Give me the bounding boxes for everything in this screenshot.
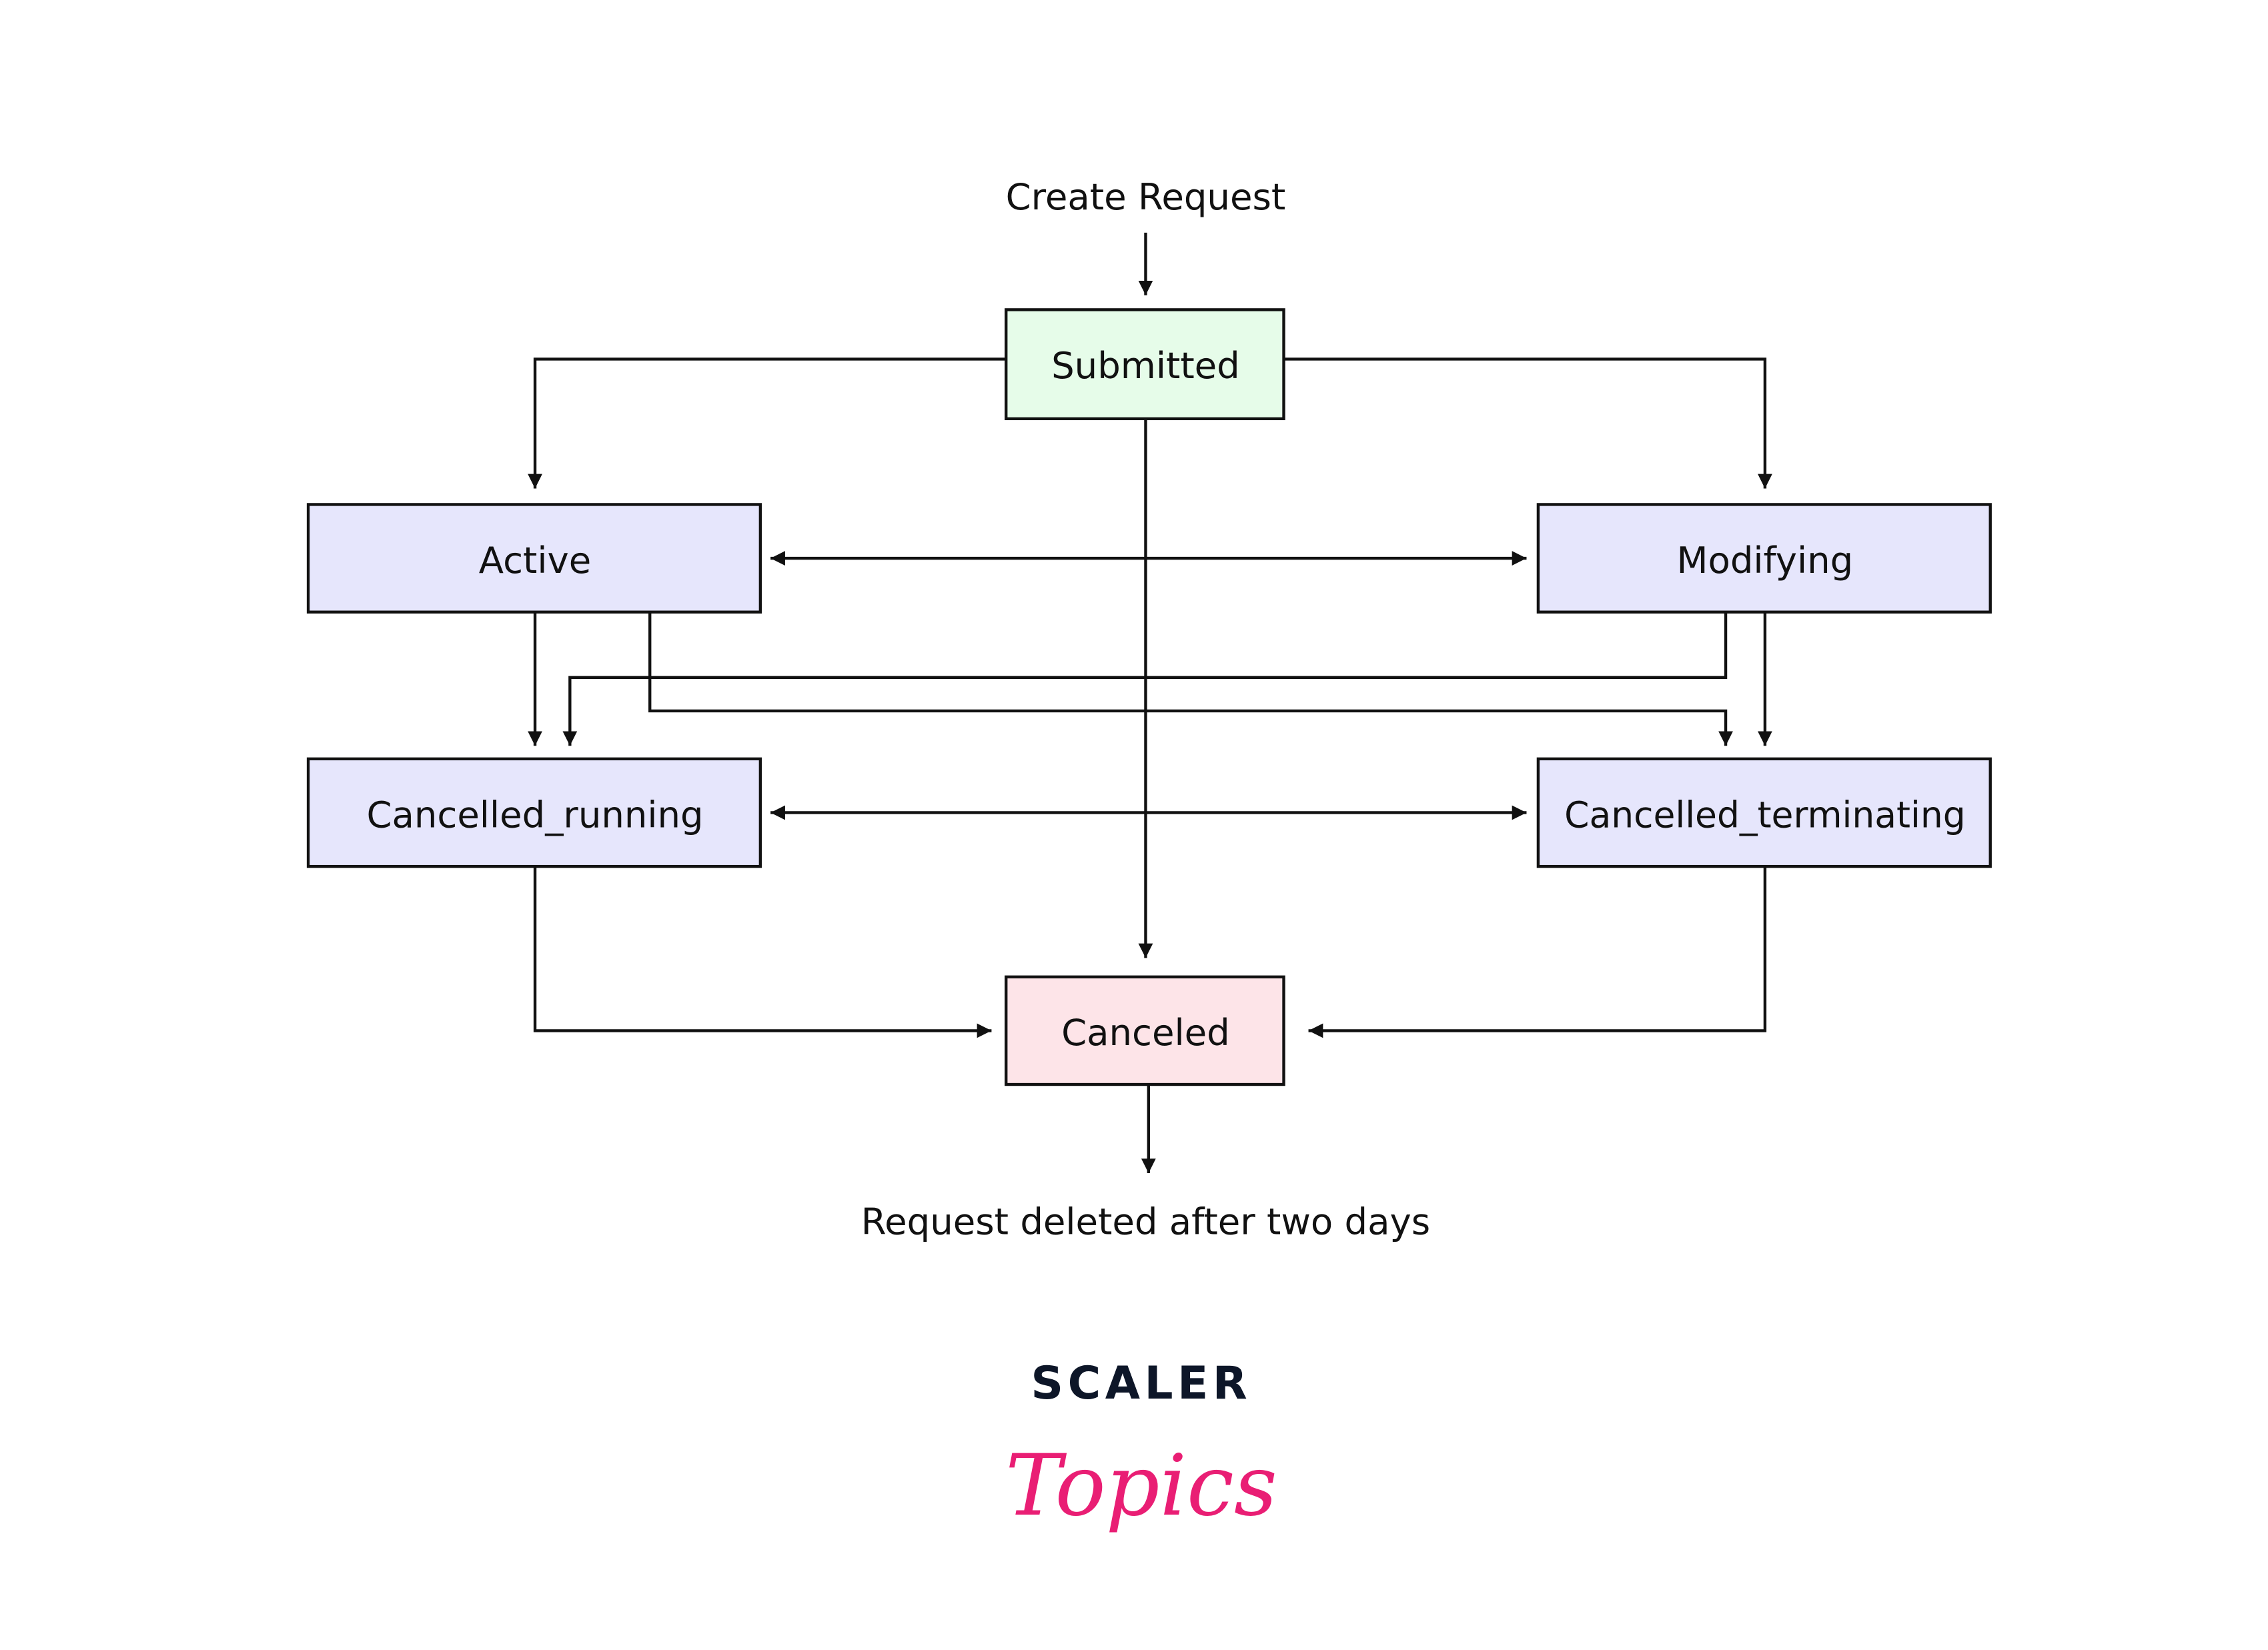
arrow-submitted-modifying — [1283, 357, 1772, 489]
state-box — [1005, 975, 1285, 1086]
state-label: Cancelled_running — [366, 793, 703, 836]
state-box — [1536, 503, 1992, 614]
state-label: Modifying — [1677, 539, 1854, 582]
state-modifying: Modifying — [1536, 503, 1992, 614]
arrow-terminating-canceled — [1308, 866, 1767, 1038]
state-cancelled-terminating: Cancelled_terminating — [1536, 757, 1992, 868]
state-label: Cancelled_terminating — [1564, 793, 1966, 836]
state-label: Active — [479, 539, 592, 582]
connectors — [528, 232, 1772, 1173]
arrow-submitted-active — [528, 357, 1007, 489]
state-label: Submitted — [1051, 344, 1240, 387]
scaler-topics-logo: SCALER Topics — [1005, 1357, 1277, 1535]
end-label: Request deleted after two days — [861, 1200, 1430, 1243]
state-label: Canceled — [1061, 1011, 1230, 1054]
state-box — [1005, 308, 1285, 421]
state-active: Active — [306, 503, 762, 614]
state-box — [306, 757, 762, 868]
logo-topics-text: Topics — [1005, 1437, 1277, 1535]
state-submitted: Submitted — [1005, 308, 1285, 421]
arrow-active-cancelled-terminating — [648, 612, 1733, 746]
arrow-modifying-cancelled-running — [562, 612, 1728, 746]
arrow-running-canceled — [533, 866, 992, 1038]
state-box — [1536, 757, 1992, 868]
state-cancelled-running: Cancelled_running — [306, 757, 762, 868]
logo-scaler-text: SCALER — [1031, 1357, 1251, 1409]
state-box — [306, 503, 762, 614]
state-canceled: Canceled — [1005, 975, 1285, 1086]
start-label: Create Request — [1006, 175, 1286, 218]
